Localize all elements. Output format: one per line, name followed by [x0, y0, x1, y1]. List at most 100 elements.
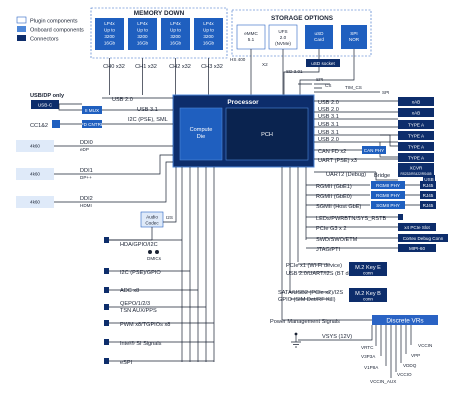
usb-connector-xab	[398, 108, 434, 117]
processor: Processor Compute Die PCH	[172, 94, 315, 168]
signal-label-i2c-gpio: I2C (PSE)/GPIO	[120, 270, 161, 276]
memory-module-0: LP4x Up to 3200 16Gb	[95, 18, 124, 50]
usbc-connector	[31, 100, 59, 109]
ddi2-sub: HDMI	[80, 203, 92, 208]
rail-label: VCCIO	[397, 372, 412, 377]
rj45-connector	[420, 181, 436, 189]
rail-label: VPP	[411, 353, 420, 358]
usb-row-label: USB 2.0	[318, 107, 339, 113]
ddi2-port-label: 4k60	[30, 200, 40, 205]
mipi60-label: MIPI-60	[409, 246, 426, 251]
ddi2-row: 4k60 DDI2 HDMI	[16, 161, 173, 208]
storage-emmc: eMMC 5.1	[236, 24, 266, 50]
memory-module-line: Up to	[137, 28, 148, 33]
m2-key-e-connector	[349, 262, 387, 276]
usb31-left-label: USB 3.1	[137, 107, 158, 113]
connector-pad	[104, 237, 109, 243]
rj45-connector	[420, 191, 436, 199]
rj45-label: RJ45	[423, 193, 434, 198]
usb-connector-label: xAB	[412, 100, 420, 105]
pcie-slot-connector	[398, 223, 436, 231]
memory-title: MEMORY DOWN	[134, 10, 185, 17]
swd-label: SWD/SWO/ETM	[316, 237, 358, 243]
right-power-section: Power Management Signals Discrete VRs VS…	[270, 315, 438, 384]
connector-pad	[104, 358, 109, 364]
hda-line	[108, 227, 153, 241]
storage-spi-nor: SPI NOR	[341, 25, 367, 49]
left-ddi-section: 4k60 DDI0 eDP 4k60 DDI1 DP++ 4k60 DDI2 H…	[16, 140, 173, 208]
memory-module-3: LP4x Up to 3200 16Gb	[194, 18, 223, 50]
vsys-node-icon	[294, 332, 298, 336]
rail-lines	[375, 325, 412, 378]
legend: Plugin components Onboard components Con…	[16, 16, 84, 43]
memory-module-line: 3200	[170, 34, 181, 39]
rj45-connector	[420, 201, 436, 209]
pch-label: PCH	[261, 132, 273, 138]
ethernet-lines	[306, 184, 370, 206]
left-usb-section: USB/DP only USB-C II MUX PD CNTRL CC1&2 …	[30, 93, 173, 129]
memory-channel-label: CH0 x32	[103, 64, 125, 70]
memory-group: MEMORY DOWN LP4x Up to 3200 16Gb LP4x Up…	[90, 7, 228, 95]
memory-module-line: Up to	[170, 28, 181, 33]
signal-label-pwm: PWM x8/TGPIOs x8	[120, 322, 170, 328]
memory-module-line: 3200	[104, 34, 115, 39]
usb-row-label: USB 3.1	[318, 114, 339, 120]
usb-connector-label: TYPE A	[408, 123, 425, 128]
m2b-signal-1: SATA/USB2 (PCIe x2)/I2S	[278, 290, 343, 296]
memory-channel-label: CH2 x32	[169, 64, 191, 70]
xcvr-label: XCVR	[410, 166, 423, 171]
left-signal-bus: I2C (PSE)/GPIO ADC x8 QEPO/1/2/3 TSN AUX…	[104, 167, 215, 366]
can-phy-chip	[362, 146, 386, 154]
spi-label: SPI	[316, 77, 323, 82]
leds-label: LEDs/PWRBTN/SYS_RSTB	[316, 216, 387, 222]
ddi0-port-label: 4k60	[30, 144, 40, 149]
dmic-label: DMICs	[147, 256, 162, 261]
usb-row-label: USB 3.1	[318, 130, 339, 136]
audio-line	[163, 167, 177, 223]
memory-module-line: LP4x	[203, 21, 214, 26]
m2-key-b-connector	[349, 288, 387, 302]
storage-item-line: 5.1	[248, 37, 255, 42]
legend-label-plugin: Plugin components	[30, 19, 78, 25]
compute-die-box	[179, 107, 223, 161]
signal-label-si: Intel® SI Signals	[120, 340, 162, 347]
storage-x2: X2	[262, 62, 268, 67]
i2s-label: I2S	[166, 215, 173, 220]
can-fd-label: CAN FD x2	[318, 149, 346, 155]
dmic-icon	[155, 250, 159, 254]
legend-label-connectors: Connectors	[30, 37, 59, 43]
sgmii-phy-chip	[371, 201, 405, 209]
usb-lines	[314, 100, 398, 143]
ddi0-sub: eDP	[80, 147, 89, 152]
usb-connector-xab	[398, 97, 434, 106]
bus-lines	[181, 167, 215, 362]
cortex-debug-connector	[398, 234, 448, 242]
discrete-vrs-label: Discrete VRs	[386, 318, 423, 325]
rail-label: V3P3A	[361, 354, 376, 359]
audio-label: Audio	[146, 215, 158, 220]
ddi1-label: DDI1	[80, 168, 93, 174]
legend-swatch-connectors	[17, 35, 26, 41]
rgmii-phy-label: RGMII PHY	[376, 183, 400, 188]
right-can-uart-section: CAN FD x2 CAN PHY UART (PSE) x3 XCVR RS2…	[314, 146, 435, 183]
usb-debug-label: USB	[424, 177, 433, 182]
rgmii-label: RGMII (GbE1)	[316, 184, 352, 190]
m2-key-e-label: M.2 Key E	[355, 265, 381, 271]
right-usb-section: USB 2.0 USB 2.0 USB 3.1 USB 3.1 USB 3.1 …	[314, 97, 434, 162]
m2b-lines	[290, 291, 330, 300]
ddi0-port	[16, 140, 54, 152]
usb-connector-type-a	[398, 120, 434, 129]
signal-label-espi: eSPI	[120, 360, 133, 366]
pcie-label: PCIe G3 x 2	[316, 226, 346, 232]
ddi0-label: DDI0	[80, 140, 93, 146]
memory-module-line: 3200	[137, 34, 148, 39]
jtag-label: JTAG/PTI	[316, 247, 341, 253]
memory-module-line: LP4x	[137, 21, 148, 26]
right-top-section: SPI CS TIM_CS SPI	[298, 77, 389, 95]
m2e-signal-1: PCIe x1 (Wi-Fi device)	[286, 263, 342, 269]
usb-connector-label: TYPE A	[408, 134, 425, 139]
storage-ufs: UFS 2.0 (NVMe)	[268, 24, 298, 50]
debug-lines	[306, 216, 398, 249]
ground-symbol-icon	[291, 334, 301, 348]
pch-box	[225, 107, 309, 161]
